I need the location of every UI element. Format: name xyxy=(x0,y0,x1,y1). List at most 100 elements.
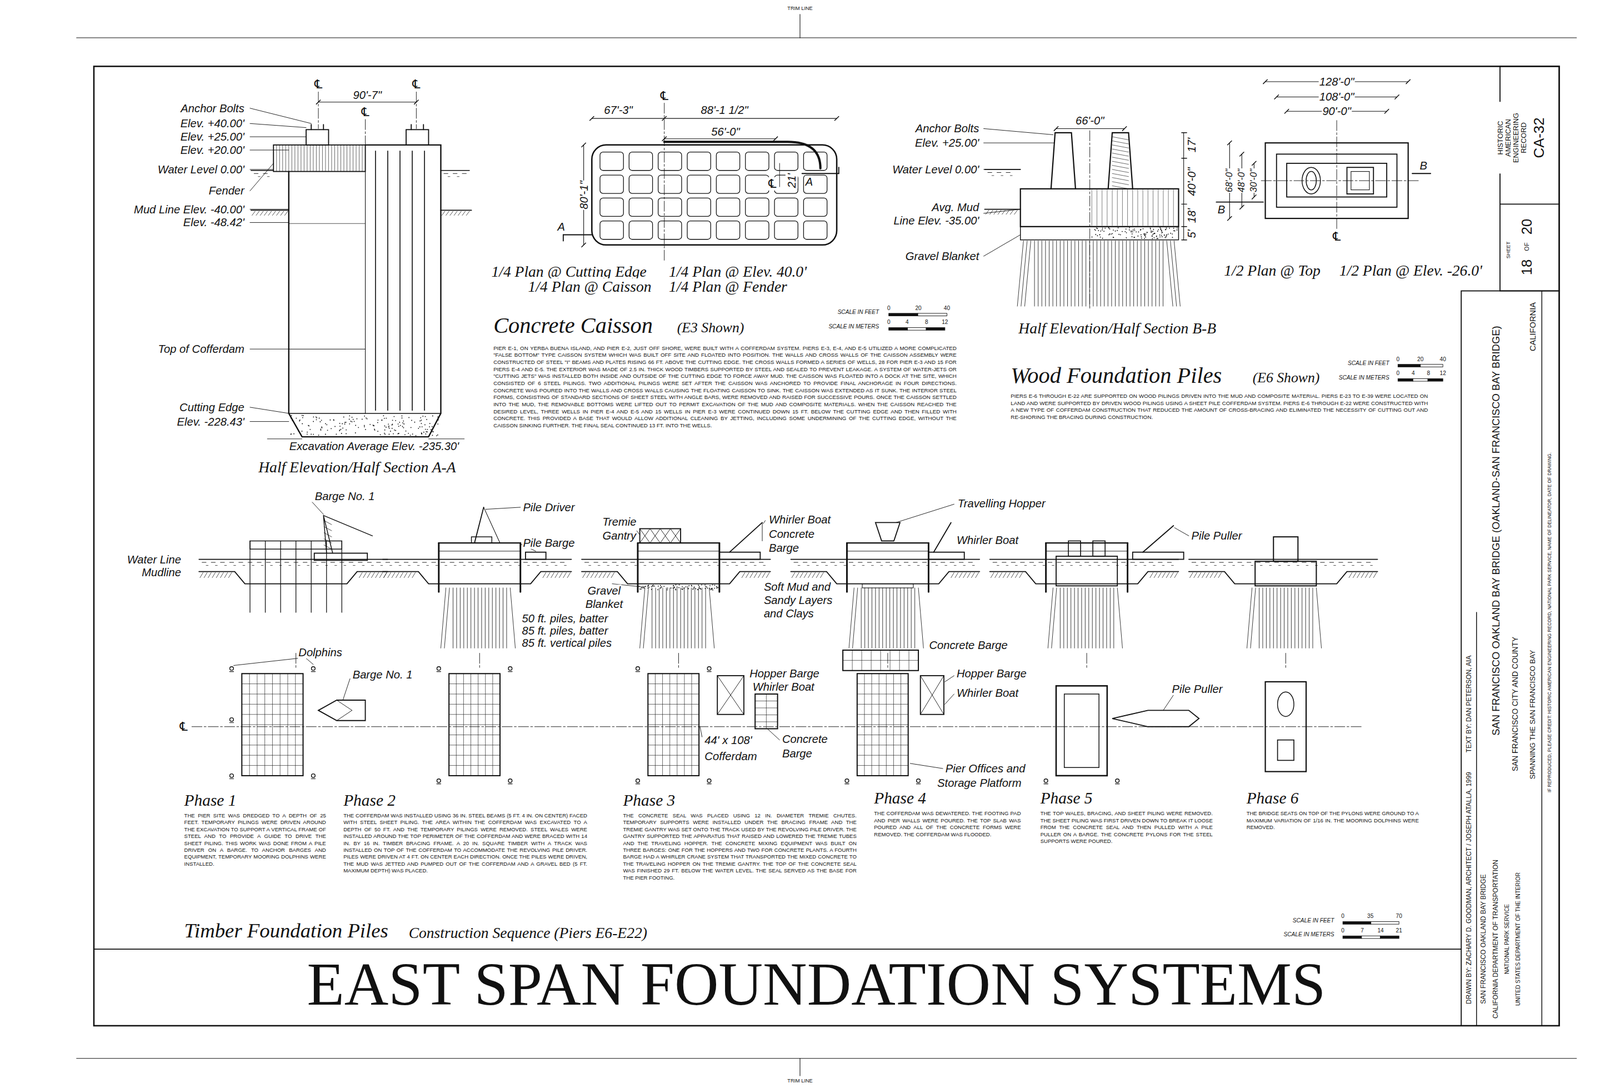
mooring-dolphin xyxy=(1115,778,1120,783)
dimension-tick xyxy=(1395,95,1399,99)
mud-hatch xyxy=(383,572,388,578)
concrete-stipple xyxy=(1133,230,1135,232)
dimension-line xyxy=(664,138,776,139)
fender-hatch xyxy=(297,145,299,172)
mud-hatch xyxy=(208,572,212,578)
mud-hatch xyxy=(412,572,416,578)
grid-line xyxy=(647,765,699,766)
caisson-well xyxy=(628,197,653,217)
concrete-stipple xyxy=(1152,230,1154,232)
fender-hatch xyxy=(312,145,314,172)
mooring-dolphin xyxy=(436,783,441,784)
caisson-well xyxy=(803,175,827,194)
callout-label: Pile Puller xyxy=(1171,682,1224,695)
water-mark xyxy=(312,562,317,563)
callout-label: Cutting Edge xyxy=(178,401,245,414)
water-mark xyxy=(643,565,647,566)
drawing-heading: 1/4 Plan @ Caisson xyxy=(527,278,653,295)
timber-pile xyxy=(456,587,457,648)
barge-plan xyxy=(318,700,365,721)
fender-hatch xyxy=(325,145,326,172)
scale-label: 14 xyxy=(1376,927,1384,934)
water-mark xyxy=(1333,565,1337,566)
callout-label: 50 ft. piles, batter xyxy=(521,612,609,625)
trim-tick xyxy=(799,14,800,38)
scale-label: 4 xyxy=(1411,370,1416,377)
title-block-text: 17' xyxy=(1185,137,1198,153)
dimension-tick xyxy=(1181,239,1187,240)
caisson-well xyxy=(803,197,827,217)
concrete-stipple xyxy=(421,422,423,424)
caisson-well xyxy=(774,221,798,240)
scale-label: SCALE IN FEET xyxy=(1292,917,1335,924)
timber-pile xyxy=(1088,587,1089,648)
concrete-stipple xyxy=(307,425,309,427)
water-mark xyxy=(940,562,945,563)
fender xyxy=(273,145,365,172)
timber-pile xyxy=(1081,587,1082,648)
drawing-heading: (E6 Shown) xyxy=(1252,369,1321,385)
temporary-pile xyxy=(341,540,343,613)
timber-pile xyxy=(651,587,653,648)
concrete-stipple xyxy=(1151,235,1153,237)
mud-hatch xyxy=(595,572,599,578)
concrete-stipple xyxy=(320,428,322,430)
gantry-truss xyxy=(650,528,660,543)
mud-hatch xyxy=(252,211,256,215)
water-mark xyxy=(435,565,438,566)
concrete-stipple xyxy=(1160,228,1162,230)
mudline xyxy=(1188,571,1378,584)
water-mark xyxy=(959,562,964,563)
water-mark xyxy=(793,562,798,563)
concrete-stipple xyxy=(1176,227,1178,229)
water-mark xyxy=(895,562,899,563)
concrete-stipple xyxy=(648,586,650,588)
section-hatch xyxy=(1122,190,1123,226)
callout-label: B xyxy=(1419,158,1428,172)
caisson-well xyxy=(600,152,624,171)
title-block-text: SPANNING THE SAN FRANCISCO BAY xyxy=(1528,648,1537,780)
mud-hatch xyxy=(753,572,758,578)
concrete-stipple xyxy=(706,586,708,588)
concrete-stipple xyxy=(699,587,701,589)
concrete-stipple xyxy=(1170,232,1172,234)
callout-label: 108'-0" xyxy=(1318,90,1355,103)
water-mark xyxy=(1171,565,1174,566)
water-mark xyxy=(440,562,445,563)
pile-driver-lattice xyxy=(323,526,332,531)
section-hatch xyxy=(1152,190,1154,226)
centerline-symbol: ℄ xyxy=(411,77,421,92)
concrete-stipple xyxy=(348,418,350,420)
water-mark xyxy=(603,562,608,563)
dimension-tick xyxy=(1274,95,1279,99)
water-mark xyxy=(1366,562,1370,563)
concrete-barge-plan xyxy=(755,693,778,729)
concrete-stipple xyxy=(319,421,321,423)
concrete-stipple xyxy=(345,429,347,431)
timber-pile xyxy=(463,587,464,648)
drawing-heading: Phase 1 xyxy=(183,791,238,809)
leader-line xyxy=(767,728,780,740)
mud-hatch xyxy=(1353,572,1357,578)
concrete-stipple xyxy=(383,417,385,419)
concrete-stipple xyxy=(425,431,427,433)
water-mark xyxy=(953,565,957,566)
caisson-well xyxy=(745,221,769,240)
water-mark xyxy=(270,565,273,566)
pile-driver-lattice xyxy=(323,520,332,525)
concrete-stipple xyxy=(1152,228,1154,230)
timber-pile xyxy=(1063,587,1064,648)
concrete-stipple xyxy=(1135,231,1137,233)
dimension-tick xyxy=(1263,79,1268,84)
concrete-stipple xyxy=(651,588,653,590)
concrete-stipple xyxy=(1128,227,1130,229)
concrete-stipple xyxy=(1168,227,1170,229)
caisson-well xyxy=(658,175,682,194)
concrete-stipple xyxy=(431,426,433,428)
callout-label: Anchor Bolts xyxy=(180,102,245,115)
concrete-stipple xyxy=(693,587,695,589)
concrete-stipple xyxy=(709,585,711,587)
sheet-piling-plan xyxy=(1056,685,1108,776)
mud-hatch xyxy=(746,572,750,578)
concrete-stipple xyxy=(374,429,376,431)
